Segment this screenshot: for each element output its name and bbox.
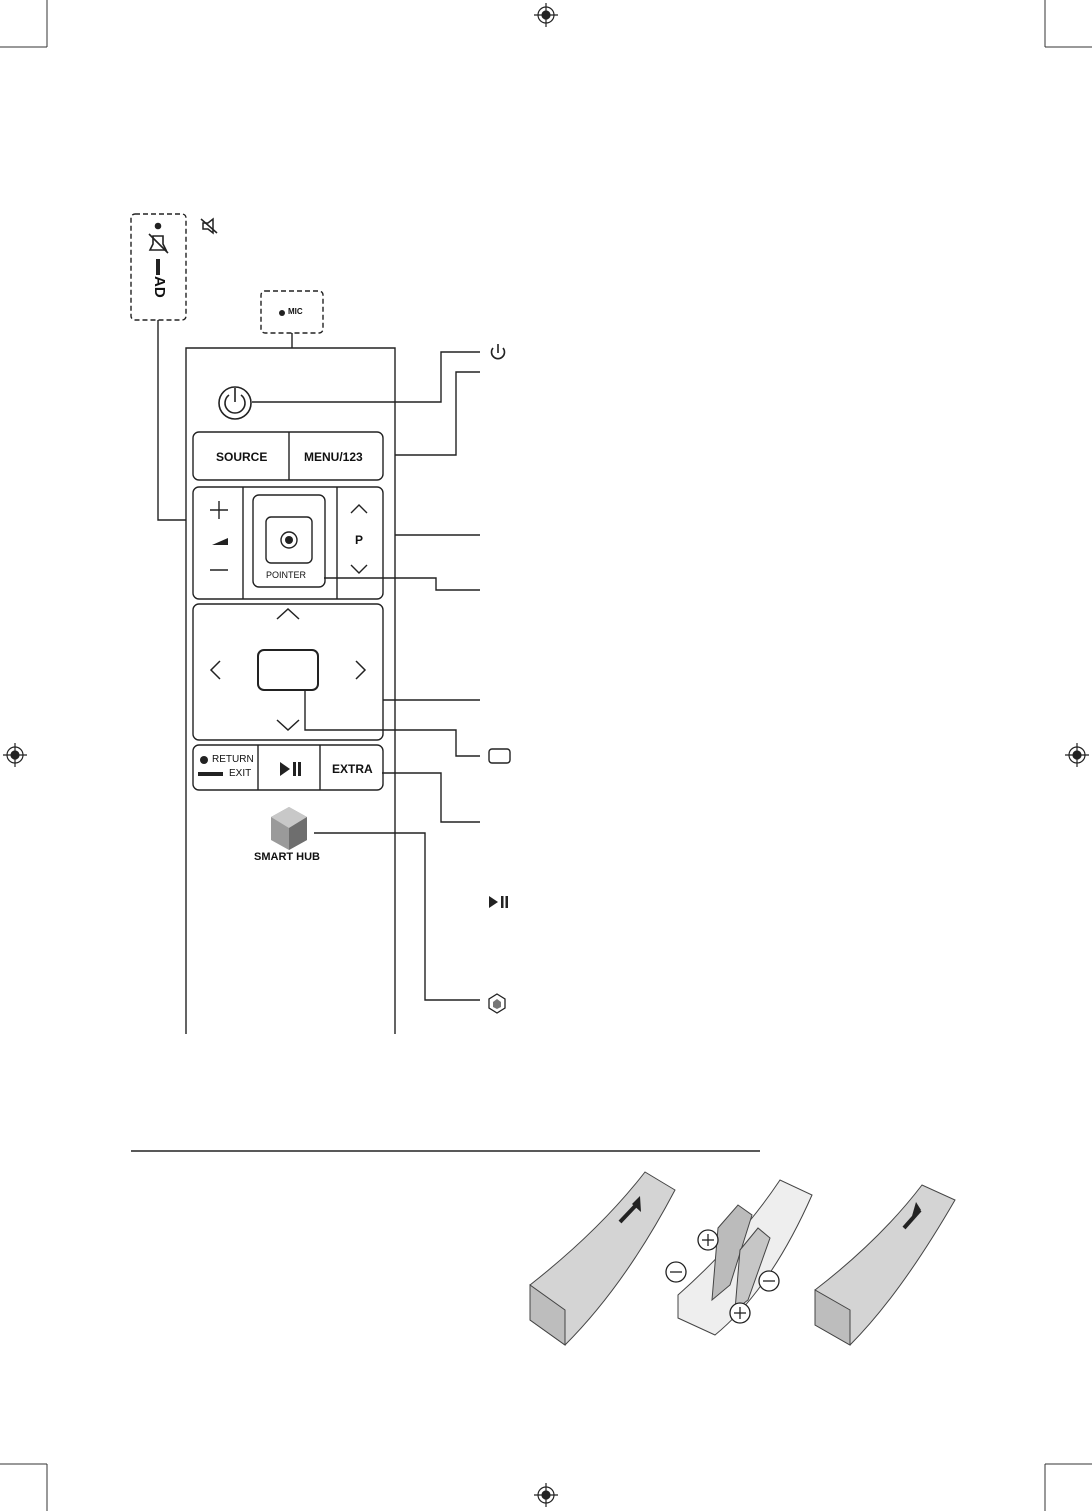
callout-smart-hub-icon bbox=[488, 993, 506, 1014]
channel-label: P bbox=[355, 533, 364, 547]
battery-step-1-illustration bbox=[529, 1171, 676, 1346]
mic-dot-icon bbox=[279, 310, 285, 316]
play-pause-button[interactable] bbox=[270, 755, 310, 783]
exit-button[interactable]: EXIT bbox=[229, 768, 252, 779]
ad-divider-bar bbox=[156, 259, 160, 275]
remote-play-pause-icon bbox=[280, 762, 301, 776]
smart-hub-button[interactable]: SMART HUB bbox=[254, 851, 320, 863]
volume-icons bbox=[210, 501, 228, 571]
enter-button[interactable] bbox=[258, 650, 318, 690]
source-button[interactable]: SOURCE bbox=[216, 450, 268, 464]
mic-box bbox=[260, 290, 324, 334]
callout-power-icon bbox=[490, 344, 506, 360]
volume-wedge-icon bbox=[212, 538, 228, 545]
registration-mark-bottom bbox=[534, 1483, 558, 1507]
volume-rocker[interactable] bbox=[200, 495, 238, 585]
remote-body-outline bbox=[185, 347, 396, 1034]
extra-button[interactable]: EXTRA bbox=[332, 762, 373, 776]
return-button[interactable]: RETURN bbox=[212, 754, 254, 765]
mic-label: MIC bbox=[288, 307, 303, 316]
registration-mark-right bbox=[1065, 743, 1089, 767]
power-button-icon bbox=[218, 386, 252, 420]
ad-label: AD bbox=[151, 276, 168, 298]
power-button[interactable] bbox=[219, 387, 251, 419]
battery-step-3-illustration bbox=[814, 1184, 956, 1346]
callout-play-pause-icon bbox=[489, 896, 508, 908]
return-dot-icon bbox=[200, 756, 208, 764]
pointer-button[interactable]: POINTER bbox=[266, 570, 307, 580]
registration-mark-top bbox=[534, 3, 558, 27]
menu-123-button[interactable]: MENU/123 bbox=[304, 450, 363, 464]
mute-crossed-bell-icon bbox=[148, 222, 169, 254]
smart-hub-cube-icon bbox=[271, 807, 307, 850]
dpad-arrows bbox=[209, 607, 367, 732]
callout-enter-icon bbox=[488, 748, 511, 764]
battery-step-2-illustration bbox=[665, 1179, 813, 1336]
pointer-dot-icon bbox=[280, 531, 298, 549]
callout-mute-icon bbox=[200, 217, 218, 235]
channel-chevrons bbox=[350, 504, 368, 574]
registration-mark-left bbox=[3, 743, 27, 767]
channel-rocker[interactable] bbox=[341, 495, 379, 585]
exit-bar-icon bbox=[198, 772, 223, 776]
